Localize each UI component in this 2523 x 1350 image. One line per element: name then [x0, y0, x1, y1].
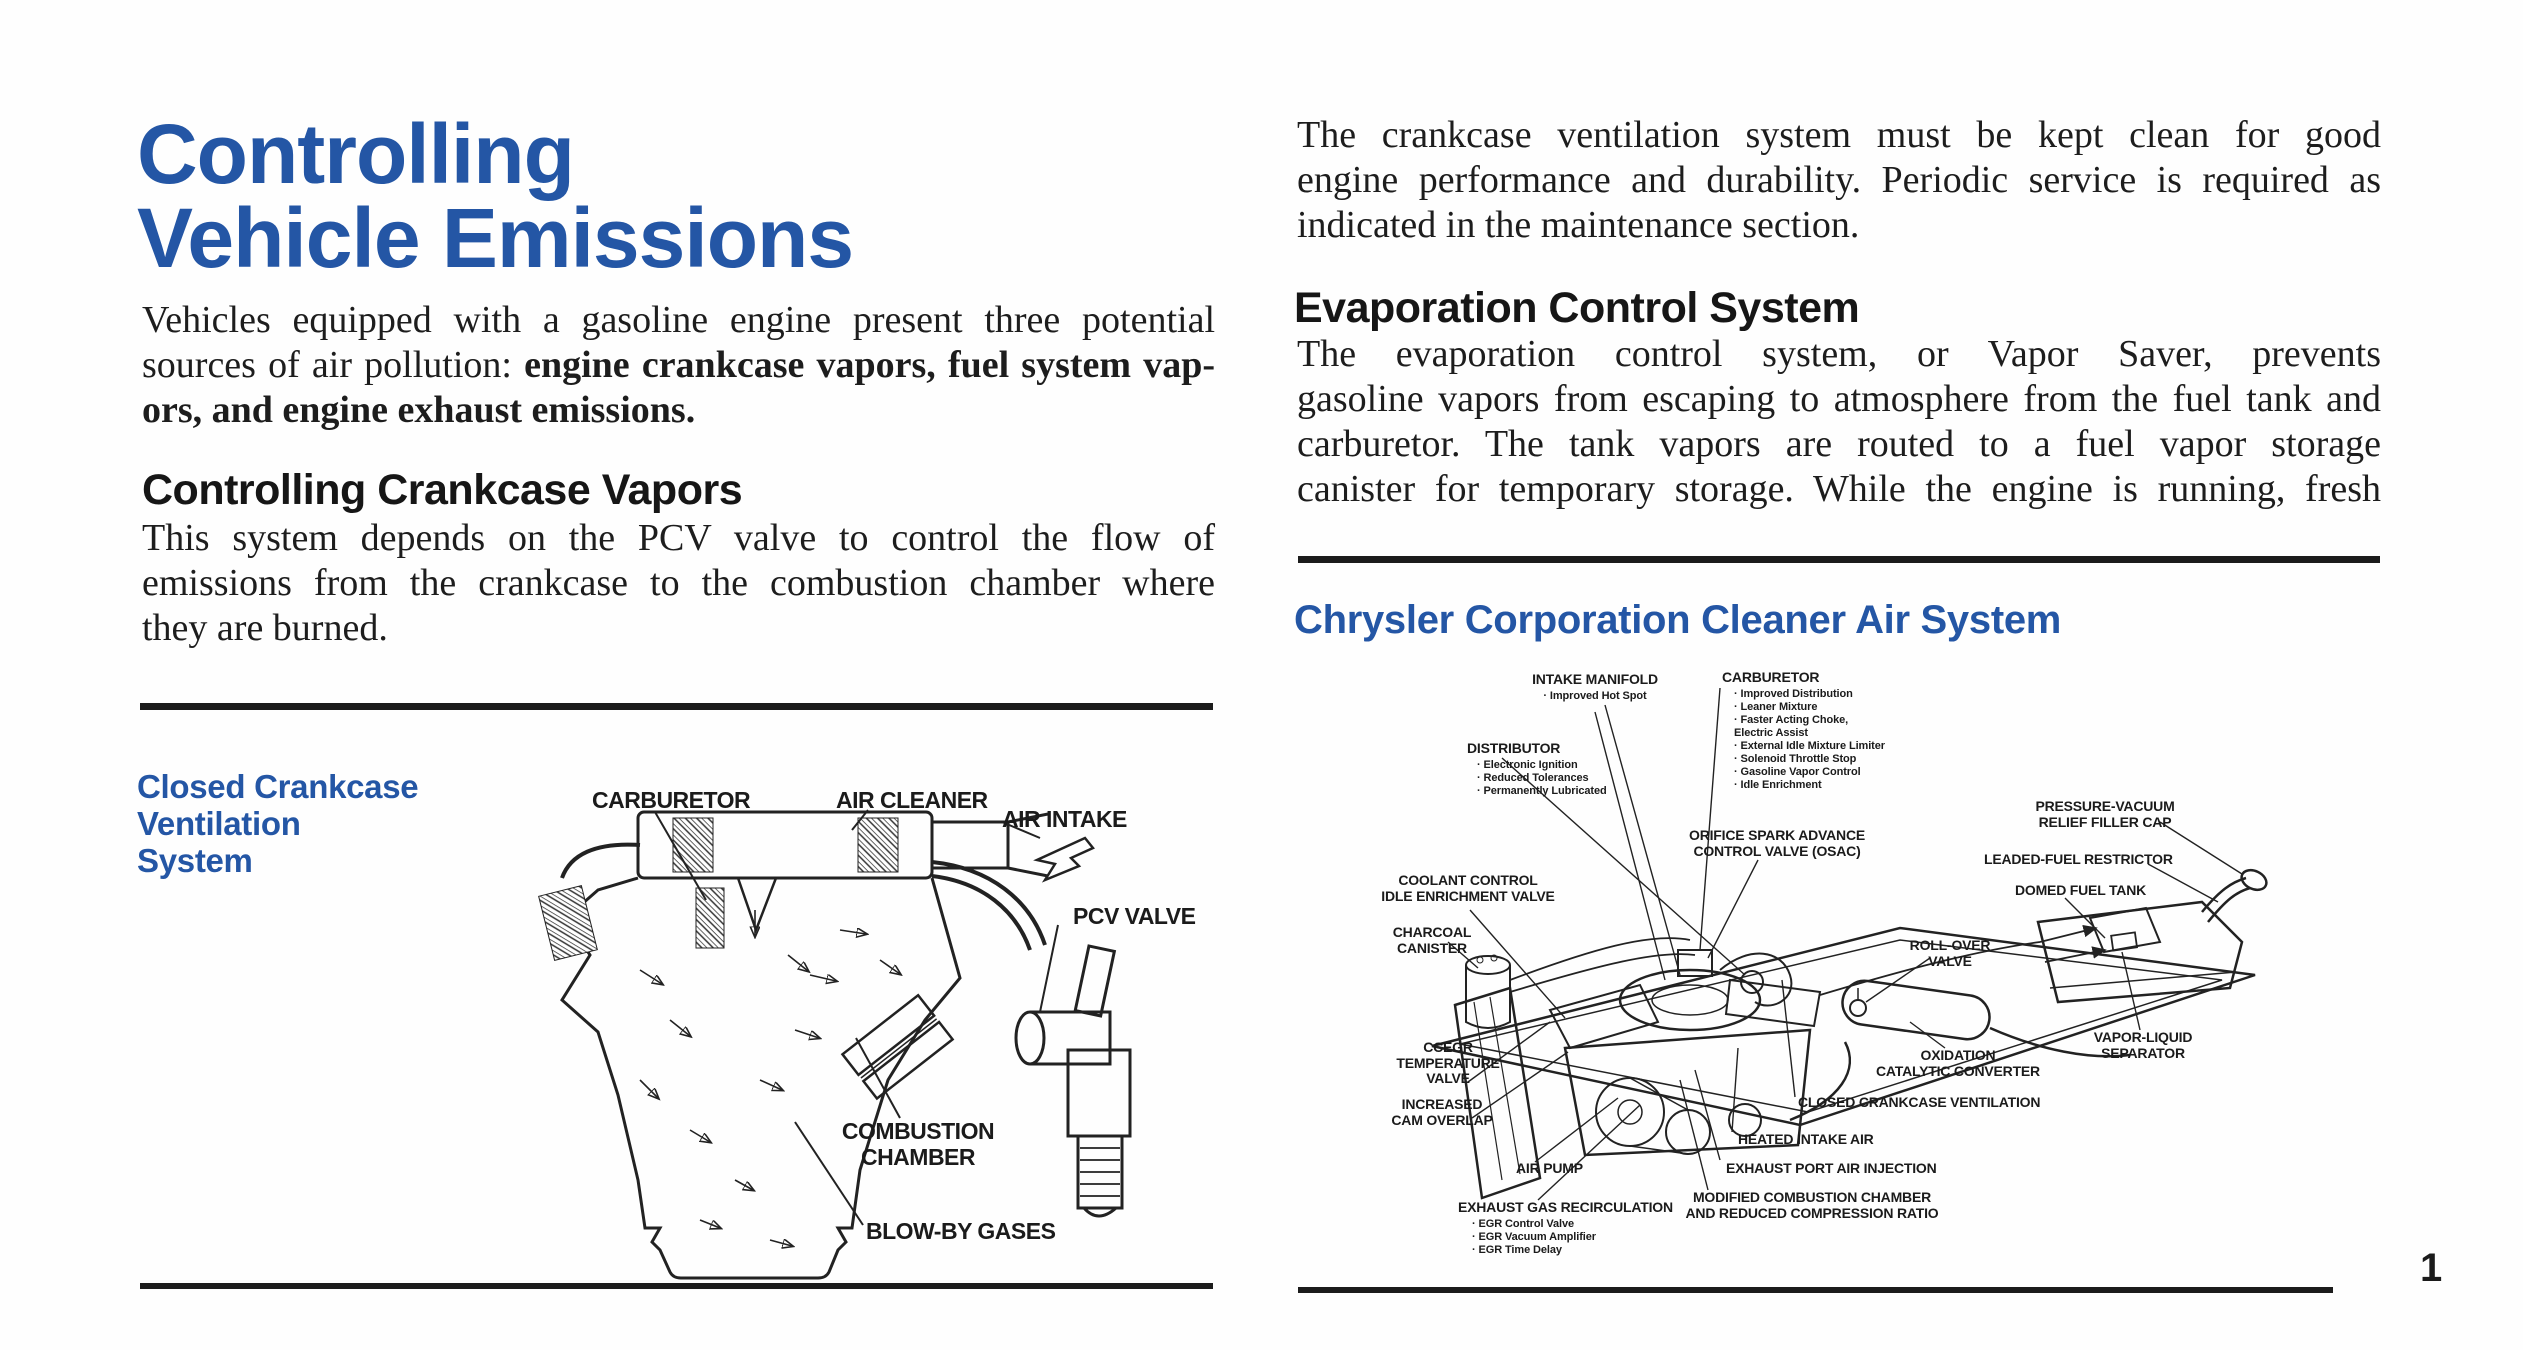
label-items: · EGR Control Valve · EGR Vacuum Amplifi…	[1472, 1217, 1596, 1256]
label-carburetor-system: CARBURETOR · Improved Distribution · Lea…	[1722, 669, 1885, 792]
label-title: CCEGR TEMPERATURE VALVE	[1396, 1039, 1500, 1086]
label-title: INCREASED CAM OVERLAP	[1391, 1096, 1493, 1128]
label-title: AIR PUMP	[1516, 1160, 1583, 1176]
label-coolant-control-valve: COOLANT CONTROL IDLE ENRICHMENT VALVE	[1381, 872, 1555, 904]
label-air-intake: AIR INTAKE	[1002, 806, 1127, 832]
paragraph-line: The evaporation control system, or Vapor…	[1297, 333, 2381, 375]
paragraph-line: gasoline vapors from escaping to atmosph…	[1297, 378, 2381, 420]
section-heading-evaporation: Evaporation Control System	[1294, 284, 1860, 332]
right-bottom-divider	[1298, 1287, 2333, 1293]
page-title-line1: Controlling	[137, 107, 575, 201]
label-air-cleaner: AIR CLEANER	[836, 787, 988, 813]
label-exhaust-port-air-injection: EXHAUST PORT AIR INJECTION	[1726, 1160, 1937, 1177]
label-title: PRESSURE-VACUUM RELIEF FILLER CAP	[2035, 798, 2175, 830]
label-title: EXHAUST GAS RECIRCULATION	[1458, 1199, 1673, 1215]
label-vapor-liquid-separator: VAPOR-LIQUID SEPARATOR	[2093, 1029, 2193, 1061]
label-title: CHARCOAL CANISTER	[1392, 924, 1472, 956]
label-distributor: DISTRIBUTOR · Electronic Ignition · Redu…	[1467, 740, 1607, 798]
paragraph-line: This system depends on the PCV valve to …	[142, 517, 1215, 559]
label-title: INTAKE MANIFOLD	[1532, 671, 1658, 687]
paragraph-line: Vehicles equipped with a gasoline engine…	[142, 299, 1215, 341]
label-combustion-chamber: COMBUSTION CHAMBER	[841, 1118, 995, 1170]
closed-crankcase-diagram-art	[538, 809, 1132, 1280]
label-heated-intake-air: HEATED INTAKE AIR	[1738, 1131, 1874, 1148]
label-title: ROLL-OVER VALVE	[1909, 937, 1991, 969]
closed-crankcase-caption: Closed Crankcase Ventilation System	[137, 768, 419, 879]
label-items: · Electronic Ignition · Reduced Toleranc…	[1477, 758, 1607, 797]
page-number: 1	[2420, 1246, 2443, 1290]
label-title: VAPOR-LIQUID SEPARATOR	[2093, 1029, 2193, 1061]
label-closed-crankcase-ventilation: CLOSED CRANKCASE VENTILATION	[1798, 1094, 2041, 1111]
label-title: ORIFICE SPARK ADVANCE CONTROL VALVE (OSA…	[1689, 827, 1865, 859]
label-items: · Improved Hot Spot	[1543, 689, 1647, 702]
cleaner-air-system-heading: Chrysler Corporation Cleaner Air System	[1294, 598, 2062, 642]
label-title: CLOSED CRANKCASE VENTILATION	[1798, 1094, 2041, 1110]
label-rollover-valve: ROLL-OVER VALVE	[1909, 937, 1991, 969]
label-items: · Improved Distribution · Leaner Mixture…	[1734, 687, 1885, 791]
label-osac-valve: ORIFICE SPARK ADVANCE CONTROL VALVE (OSA…	[1689, 827, 1865, 859]
label-carburetor: CARBURETOR	[592, 787, 751, 813]
page-title: Controlling Vehicle Emissions	[137, 107, 854, 285]
label-title: OXIDATION CATALYTIC CONVERTER	[1876, 1047, 2040, 1079]
paragraph-bold-text: engine crankcase vapors, fuel system vap…	[524, 344, 1215, 386]
label-charcoal-canister: CHARCOAL CANISTER	[1392, 924, 1472, 956]
paragraph-line: canister for temporary storage. While th…	[1297, 468, 2381, 510]
label-blow-by-gases: BLOW-BY GASES	[866, 1218, 1056, 1244]
label-exhaust-gas-recirculation: EXHAUST GAS RECIRCULATION · EGR Control …	[1458, 1199, 1673, 1257]
right-intro-paragraph: The crankcase ventilation system must be…	[1297, 113, 2381, 248]
page-title-line2: Vehicle Emissions	[137, 191, 854, 285]
label-pcv-valve: PCV VALVE	[1073, 903, 1196, 929]
label-title: MODIFIED COMBUSTION CHAMBER AND REDUCED …	[1685, 1189, 1939, 1221]
left-top-divider	[140, 703, 1213, 710]
label-domed-fuel-tank: DOMED FUEL TANK	[2015, 882, 2147, 899]
label-title: CARBURETOR	[1722, 669, 1820, 685]
paragraph-line: engine performance and durability. Perio…	[1297, 159, 2381, 201]
paragraph-line: The crankcase ventilation system must be…	[1297, 114, 2381, 156]
label-modified-combustion-chamber: MODIFIED COMBUSTION CHAMBER AND REDUCED …	[1685, 1189, 1939, 1221]
label-title: EXHAUST PORT AIR INJECTION	[1726, 1160, 1937, 1176]
label-ccegr-valve: CCEGR TEMPERATURE VALVE	[1396, 1039, 1500, 1087]
cleaner-air-system-diagram-art	[1431, 687, 2268, 1201]
right-top-divider	[1298, 556, 2380, 563]
label-air-pump: AIR PUMP	[1516, 1160, 1583, 1177]
label-title: HEATED INTAKE AIR	[1738, 1131, 1874, 1147]
label-title: COOLANT CONTROL IDLE ENRICHMENT VALVE	[1381, 872, 1555, 904]
paragraph-line: ors, and engine exhaust emissions.	[142, 389, 696, 431]
label-leaded-fuel-restrictor: LEADED-FUEL RESTRICTOR	[1984, 851, 2173, 868]
label-oxidation-converter: OXIDATION CATALYTIC CONVERTER	[1876, 1047, 2040, 1079]
left-bottom-divider	[140, 1283, 1213, 1289]
paragraph-line: sources of air pollution: engine crankca…	[142, 343, 1215, 388]
paragraph-line: carburetor. The tank vapors are routed t…	[1297, 423, 2381, 465]
paragraph-line: they are burned.	[142, 607, 388, 649]
paragraph-text: sources of air pollution:	[142, 344, 525, 386]
label-title: LEADED-FUEL RESTRICTOR	[1984, 851, 2173, 867]
evaporation-paragraph: The evaporation control system, or Vapor…	[1297, 332, 2381, 512]
left-intro-paragraph: Vehicles equipped with a gasoline engine…	[142, 298, 1215, 433]
label-increased-cam-overlap: INCREASED CAM OVERLAP	[1391, 1096, 1493, 1128]
label-title: DOMED FUEL TANK	[2015, 882, 2147, 898]
crankcase-paragraph: This system depends on the PCV valve to …	[142, 516, 1215, 651]
label-pressure-vacuum-cap: PRESSURE-VACUUM RELIEF FILLER CAP	[2035, 798, 2175, 830]
label-intake-manifold: INTAKE MANIFOLD · Improved Hot Spot	[1532, 671, 1658, 703]
paragraph-line: indicated in the maintenance section.	[1297, 204, 1860, 246]
paragraph-line: emissions from the crankcase to the comb…	[142, 562, 1215, 604]
section-heading-crankcase-vapors: Controlling Crankcase Vapors	[142, 466, 743, 514]
label-title: DISTRIBUTOR	[1467, 740, 1561, 756]
